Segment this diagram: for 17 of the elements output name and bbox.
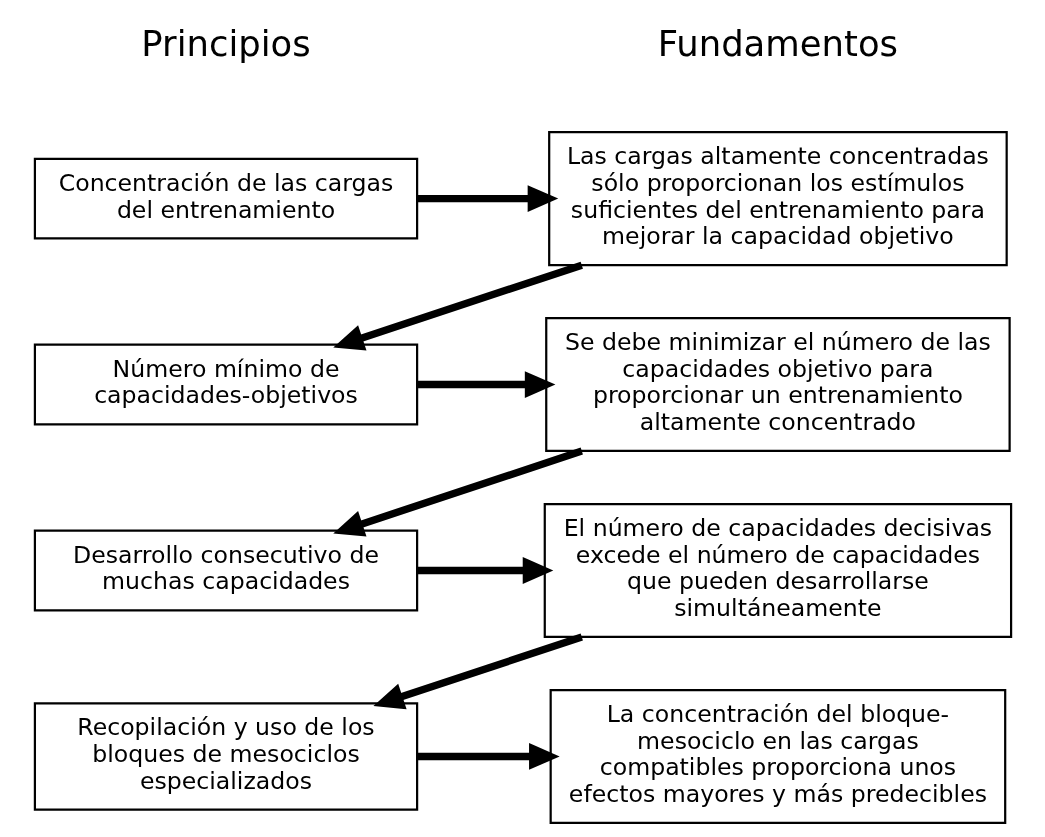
node-box: Concentración de las cargas del entrenamiento <box>33 157 418 240</box>
node-box: El número de capacidades decisivas excede el número de capacidades que pueden desarrollarse simultáneamente <box>543 503 1012 638</box>
arrow <box>372 633 583 710</box>
node-box: Número mínimo de capacidades-objetivos <box>33 343 418 426</box>
node-box: Desarrollo consecutivo de muchas capacidades <box>33 529 418 612</box>
arrow <box>416 371 555 398</box>
arrow <box>416 557 553 584</box>
node-box: Las cargas altamente concentradas sólo proporcionan los estímulos suficientes del entrenamiento para mejorar la capacidad objetivo <box>547 131 1008 267</box>
arrow <box>416 185 558 212</box>
arrow <box>332 261 583 351</box>
node-box: Recopilación y uso de los bloques de mesociclos especializados <box>33 702 418 811</box>
label: Fundamentos <box>657 22 898 64</box>
arrow <box>332 447 583 537</box>
label: Principios <box>140 22 311 64</box>
node-box: Se debe minimizar el número de las capacidades objetivo para proporcionar un entrenamiento altamente concentrado <box>544 317 1011 453</box>
arrow <box>416 743 560 770</box>
node-box: La concentración del bloque-mesociclo en las cargas compatibles proporciona unos efectos mayores y más predecibles <box>549 688 1006 824</box>
